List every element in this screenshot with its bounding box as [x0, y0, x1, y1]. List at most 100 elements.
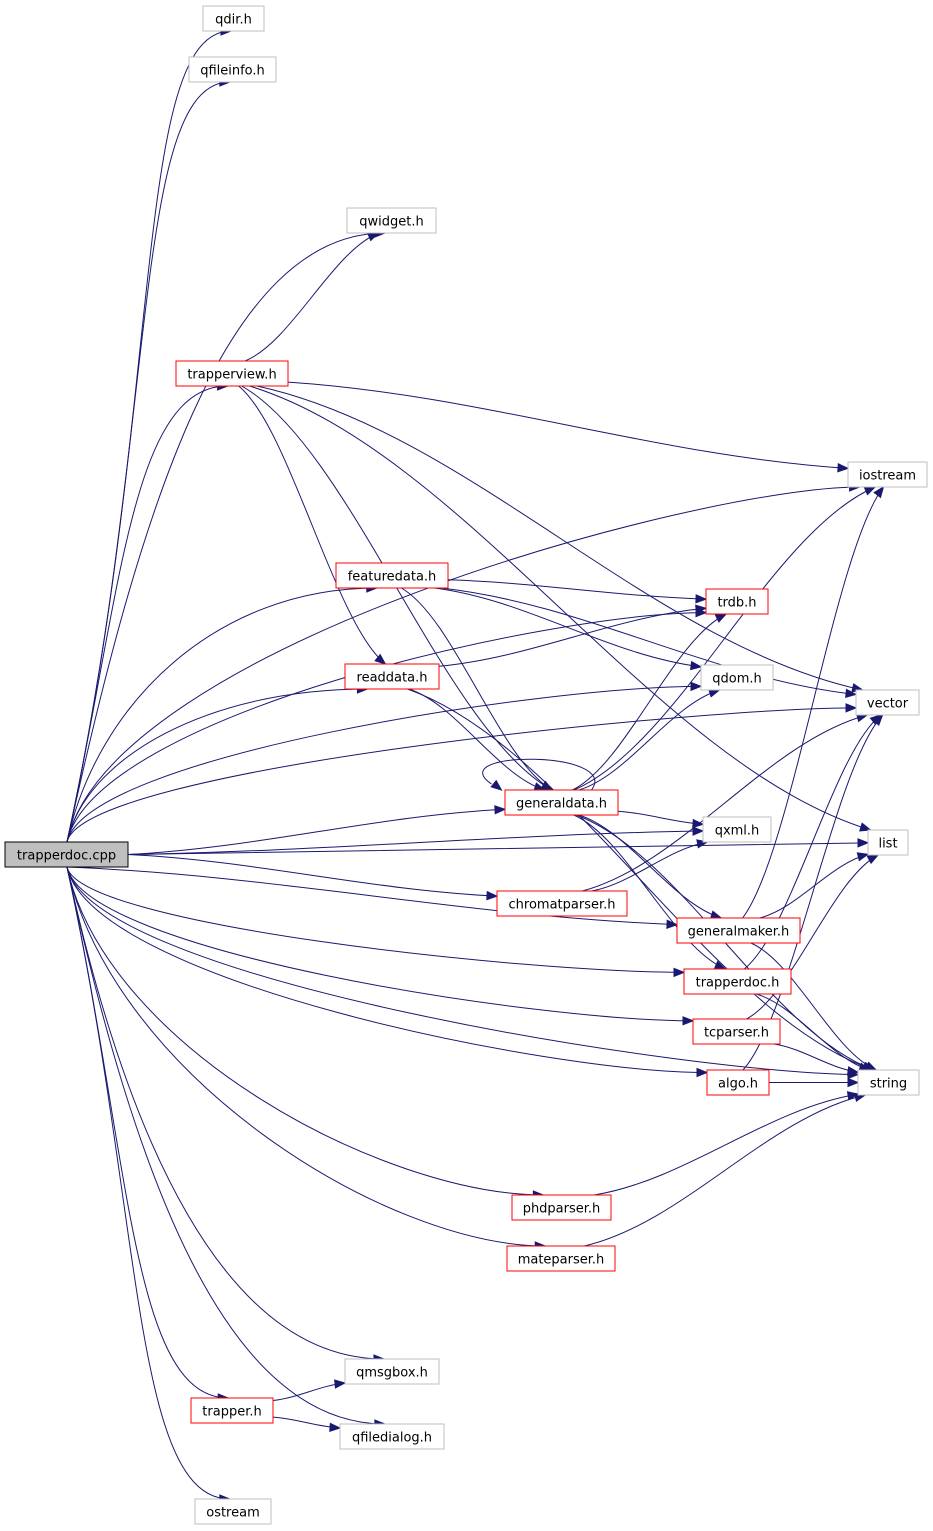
edge-algo-to-string [769, 1077, 860, 1088]
edge-path [127, 830, 704, 855]
edge-arrowhead [871, 714, 884, 726]
node-generaldata[interactable]: generaldata.h [504, 789, 619, 816]
edge-generaldata-to-qxml [617, 810, 705, 829]
node-mateparser[interactable]: mateparser.h [506, 1245, 616, 1272]
edge-path [746, 854, 879, 1020]
edge-arrowhead [682, 1016, 695, 1026]
node-trapper[interactable]: trapper.h [190, 1397, 274, 1424]
node-featuredata[interactable]: featuredata.h [335, 562, 449, 589]
edge-path [584, 1094, 866, 1247]
node-label: generaldata.h [516, 797, 607, 812]
edge-path [127, 842, 869, 855]
edge-trapper-to-qmsgbox [272, 1379, 347, 1402]
edge-path [573, 486, 876, 791]
edge-trapperdoc-cpp-to-chromatparser [127, 854, 499, 901]
edge-algo-to-vector [742, 714, 884, 1071]
edge-arrowhead [856, 852, 870, 862]
edge-phdparser-to-string [594, 1091, 860, 1196]
node-readdata[interactable]: readdata.h [344, 663, 440, 690]
edge-arrowhead [846, 1066, 860, 1076]
node-box [705, 588, 769, 615]
node-qxml: qxml.h [702, 816, 772, 843]
node-label: generalmaker.h [688, 925, 790, 940]
edge-path [578, 689, 720, 791]
node-string: string [857, 1069, 920, 1096]
edge-trapperdoc-cpp-to-qwidget [66, 228, 387, 843]
edge-path [66, 866, 546, 1247]
node-box [496, 890, 628, 917]
edge-path [66, 866, 694, 1022]
node-trapperview[interactable]: trapperview.h [175, 360, 289, 387]
node-tcparser[interactable]: tcparser.h [692, 1018, 781, 1045]
edge-path [66, 587, 377, 843]
edge-arrowhead [837, 462, 850, 473]
node-box [847, 461, 928, 488]
node-label: qfiledialog.h [352, 1431, 432, 1446]
node-box [4, 841, 129, 868]
node-box [190, 1397, 274, 1424]
node-box [339, 1423, 445, 1450]
edge-arrowhead [695, 604, 708, 614]
node-label: qxml.h [715, 824, 760, 839]
edge-trapperdoc-cpp-to-algo [66, 866, 709, 1078]
node-box [504, 789, 619, 816]
edge-arrowhead [857, 838, 870, 848]
edge-arrowhead [486, 890, 499, 901]
edge-trapperdoc-cpp-to-qdom [66, 681, 703, 843]
edge-path [66, 866, 544, 1196]
node-box [344, 663, 440, 690]
edge-arrowhead [845, 688, 858, 698]
node-label: tcparser.h [704, 1026, 769, 1041]
edge-path [66, 232, 385, 843]
node-label: mateparser.h [518, 1253, 605, 1268]
node-box [706, 1069, 770, 1096]
node-label: vector [867, 697, 909, 712]
edge-path [66, 866, 859, 1075]
edge-trapperview-to-readdata [238, 385, 387, 665]
node-box [202, 5, 265, 32]
edge-path [66, 866, 384, 1360]
node-phdparser[interactable]: phdparser.h [511, 1194, 612, 1221]
edge-path [572, 613, 727, 791]
edge-generalmaker-to-string [750, 942, 878, 1071]
node-box [700, 664, 774, 691]
node-label: qdir.h [215, 13, 252, 28]
edge-path [66, 688, 368, 843]
node-box [346, 207, 437, 234]
node-box [188, 56, 277, 83]
node-qdir: qdir.h [202, 5, 265, 32]
node-label: qmsgbox.h [356, 1366, 428, 1381]
node-box [867, 829, 909, 856]
edge-path [617, 810, 704, 825]
node-trdb[interactable]: trdb.h [705, 588, 769, 615]
edge-readdata-to-trdb [438, 604, 708, 667]
edge-trapperdoc-cpp-to-readdata [66, 684, 369, 843]
edge-path [438, 607, 707, 667]
node-generalmaker[interactable]: generalmaker.h [676, 917, 801, 944]
edge-path [742, 714, 883, 1071]
edge-path [743, 714, 882, 970]
edge-path [244, 232, 379, 362]
node-trapperdoc-cpp[interactable]: trapperdoc.cpp [4, 841, 129, 868]
node-algo[interactable]: algo.h [706, 1069, 770, 1096]
edge-tcparser-to-string [773, 1043, 860, 1076]
edge-arrowhead [374, 653, 387, 665]
edge-arrowhead [847, 1077, 860, 1088]
node-qdom: qdom.h [700, 664, 774, 691]
edge-arrowhead [695, 594, 708, 604]
node-box [506, 1245, 616, 1272]
edge-path [66, 866, 230, 1500]
edge-trapperdoc-cpp-to-iostream [66, 482, 861, 843]
node-qfileinfo: qfileinfo.h [188, 56, 277, 83]
edge-arrowhead [692, 818, 705, 829]
node-ostream: ostream [194, 1498, 272, 1525]
node-chromatparser[interactable]: chromatparser.h [496, 890, 628, 917]
node-box [855, 689, 920, 716]
node-box [692, 1018, 781, 1045]
edge-path [287, 381, 849, 469]
node-box [335, 562, 449, 589]
node-label: list [878, 837, 897, 852]
node-qfiledialog: qfiledialog.h [339, 1423, 445, 1450]
node-trapperdoc-h[interactable]: trapperdoc.h [683, 968, 792, 995]
